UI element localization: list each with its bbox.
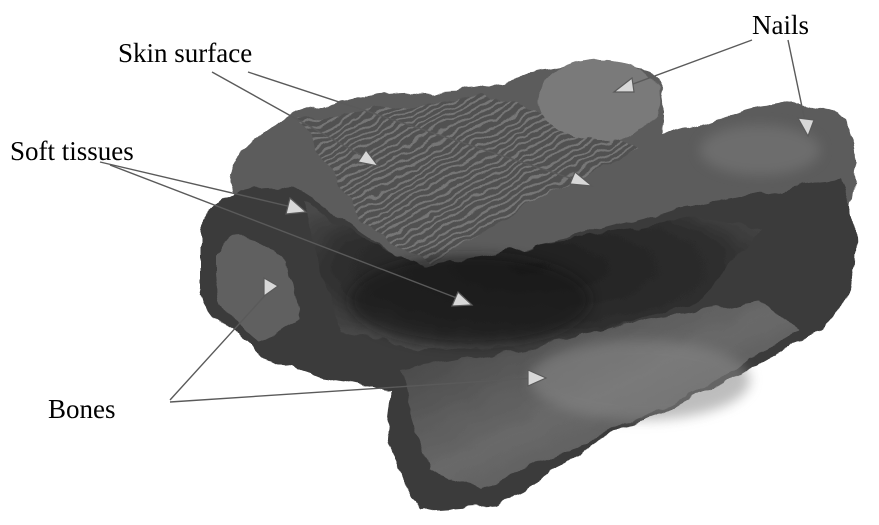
nail-shape	[538, 60, 662, 140]
bones-label: Bones	[48, 396, 116, 423]
nails-label: Nails	[752, 12, 809, 39]
soft-tissues-label: Soft tissues	[10, 138, 134, 165]
skin-surface-label: Skin surface	[118, 40, 252, 67]
